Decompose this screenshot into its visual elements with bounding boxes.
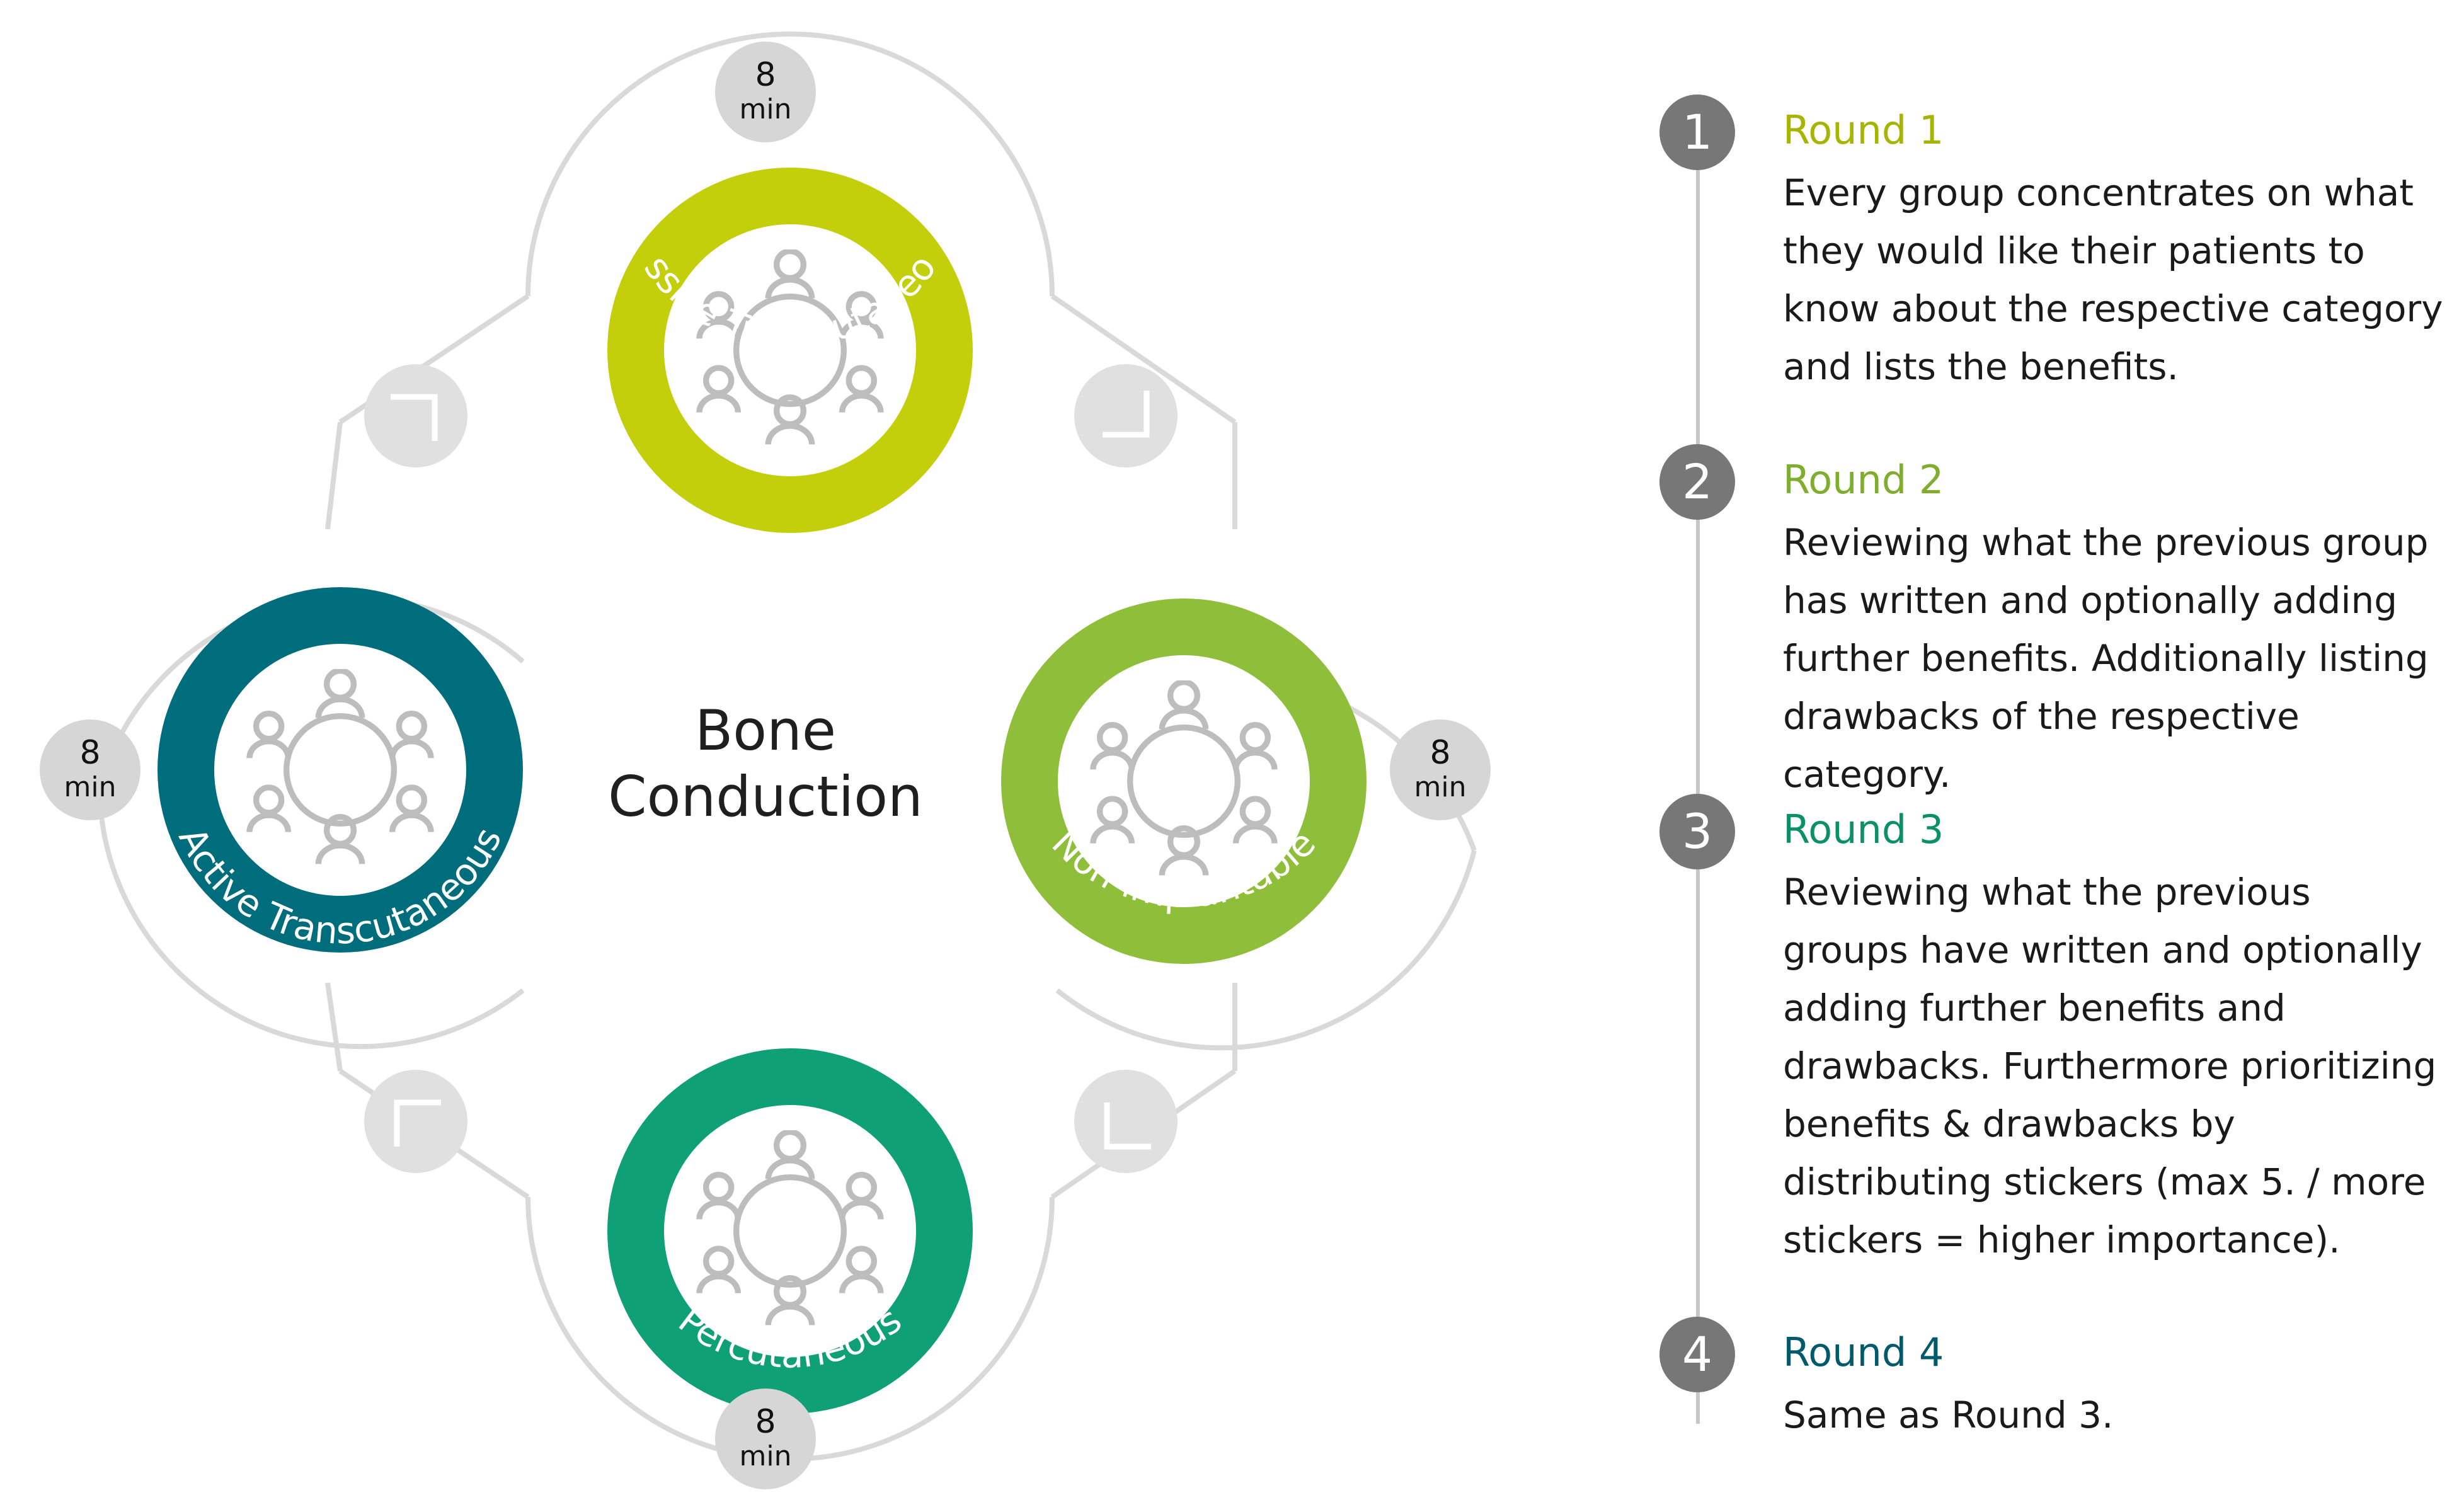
round-description: Same as Round 3. — [1783, 1394, 2114, 1436]
arrow-top-left-icon — [364, 364, 467, 467]
round-number-badge: 2 — [1659, 444, 1735, 520]
round-title: Round 2 — [1783, 457, 1944, 503]
center-title-line2: Conduction — [608, 764, 923, 829]
svg-text:8: 8 — [1430, 734, 1450, 772]
svg-text:8: 8 — [755, 1403, 776, 1441]
category-ring-passive-transcutaneous: Passive Transcutaneous — [0, 0, 973, 533]
svg-text:min: min — [740, 93, 792, 125]
svg-text:8: 8 — [79, 734, 100, 772]
center-title-line1: Bone — [695, 698, 836, 763]
svg-text:min: min — [740, 1440, 792, 1472]
arrow-bottom-left-icon — [364, 1070, 467, 1173]
round-number-badge: 4 — [1659, 1317, 1735, 1392]
svg-text:min: min — [64, 771, 117, 803]
svg-text:min: min — [1414, 771, 1467, 803]
round-title: Round 4 — [1783, 1329, 1944, 1375]
category-ring-non-implantable: Non-implantable — [1001, 598, 1367, 964]
round-number-badge: 3 — [1659, 794, 1735, 869]
timer-badge-top: 8 min — [715, 42, 816, 142]
round-title: Round 1 — [1783, 107, 1944, 153]
round-description: Reviewing what the previous groups have … — [1783, 871, 2437, 1261]
bone-conduction-diagram: Passive Transcutaneous Non-implantable P… — [0, 0, 1491, 1489]
timer-badge-bottom: 8 min — [715, 1389, 816, 1489]
timer-badge-left: 8 min — [40, 719, 140, 820]
timer-badge-right: 8 min — [1390, 719, 1491, 820]
rounds-legend: 1 Round 1 Every group concentrates on wh… — [1638, 94, 2447, 1455]
round-title: Round 3 — [1783, 806, 1944, 852]
round-description: Reviewing what the previous group has wr… — [1783, 521, 2429, 796]
category-ring-active-transcutaneous: Active Transcutaneous — [158, 587, 523, 953]
timeline-line — [1696, 139, 1700, 1424]
rotation-arrows — [364, 364, 1178, 1173]
arrow-top-right-icon — [1074, 364, 1178, 467]
round-description: Every group concentrates on what they wo… — [1783, 171, 2443, 388]
round-number-badge: 1 — [1659, 94, 1735, 170]
svg-text:8: 8 — [755, 56, 776, 94]
category-ring-percutaneous: Percutaneous — [607, 1048, 973, 1414]
arrow-bottom-right-icon — [1074, 1070, 1178, 1173]
